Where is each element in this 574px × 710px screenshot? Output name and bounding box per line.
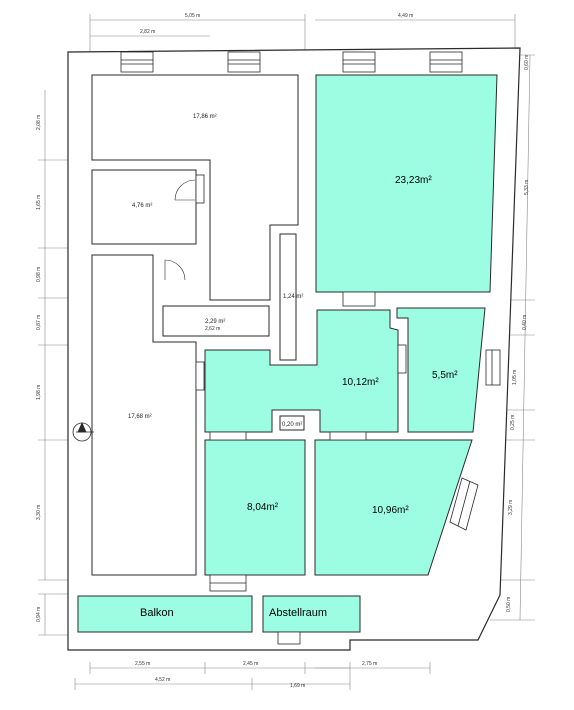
dim-right-4: 1,05 m xyxy=(512,370,518,385)
room-r2 xyxy=(91,169,197,245)
dim-bottom-4: 4,52 m xyxy=(155,677,170,683)
dim-top-right: 4,49 m xyxy=(398,13,413,19)
room-g2 xyxy=(204,309,399,433)
room-r3-area: 17,68 m² xyxy=(128,414,152,420)
dim-right-6: 3,29 m xyxy=(508,500,514,515)
dim-top-left: 5,05 m xyxy=(185,13,200,19)
dim-bottom-2: 2,45 m xyxy=(243,661,258,667)
room-g3-area: 5,5m² xyxy=(432,370,458,381)
room-g5 xyxy=(314,439,473,576)
dim-left-6: 3,30 m xyxy=(36,505,42,520)
room-g4-area: 8,04m² xyxy=(247,502,279,513)
green-rooms xyxy=(77,74,498,633)
windows xyxy=(120,51,501,645)
doors xyxy=(164,179,196,281)
room-r5 xyxy=(279,233,297,361)
room-g2-area: 10,12m² xyxy=(342,377,379,388)
room-balkon xyxy=(77,595,253,633)
room-g1-area: 23,23m² xyxy=(395,175,432,186)
room-balkon-label: Balkon xyxy=(140,607,174,619)
room-r5-area: 1,24 m² xyxy=(283,294,303,300)
north-arrow-icon xyxy=(72,422,94,442)
room-r1-area: 17,86 m² xyxy=(193,114,217,120)
dim-bottom-5: 1,69 m xyxy=(290,683,305,689)
room-abstellraum-label: Abstellraum xyxy=(269,607,327,619)
room-r1 xyxy=(91,74,299,301)
room-r6 xyxy=(279,415,305,431)
dim-bottom-3: 2,75 m xyxy=(362,661,377,667)
room-g1 xyxy=(315,74,498,293)
dim-top-inner: 2,82 m xyxy=(140,29,155,35)
dim-right-7: 0,50 m xyxy=(506,597,512,612)
room-labels: 17,86 m² 4,76 m² 17,68 m² 2,29 m² 1,24 m… xyxy=(128,114,458,619)
room-r2-area: 4,76 m² xyxy=(132,203,152,209)
dim-left-2: 1,65 m xyxy=(36,195,42,210)
dim-left-1: 2,08 m xyxy=(36,115,42,130)
dimension-labels: 5,05 m 4,49 m 2,82 m 2,08 m 1,65 m 0,98 … xyxy=(36,13,530,689)
room-r4-area: 2,29 m² xyxy=(205,319,225,325)
dimension-lines xyxy=(38,14,535,690)
dim-corridor-b: 2,62 m xyxy=(205,326,220,332)
dim-right-3: 0,40 m xyxy=(522,315,528,330)
dim-left-7: 0,94 m xyxy=(36,607,42,622)
white-rooms xyxy=(91,74,305,576)
dim-left-5: 1,98 m xyxy=(36,385,42,400)
room-g3 xyxy=(396,307,486,433)
room-r3 xyxy=(91,254,197,576)
dim-right-5: 0,25 m xyxy=(510,415,516,430)
dim-left-4: 0,87 m xyxy=(36,315,42,330)
room-g5-area: 10,96m² xyxy=(372,505,409,516)
dim-right-2: 5,33 m xyxy=(524,180,530,195)
room-g4 xyxy=(204,439,306,576)
dim-bottom-1: 2,55 m xyxy=(135,661,150,667)
dim-left-3: 0,98 m xyxy=(36,267,42,282)
room-r6-area: 0,20 m² xyxy=(282,422,302,428)
dim-right-1: 0,60 m xyxy=(524,55,530,70)
room-abstellraum xyxy=(262,595,361,633)
room-r4 xyxy=(162,305,270,337)
